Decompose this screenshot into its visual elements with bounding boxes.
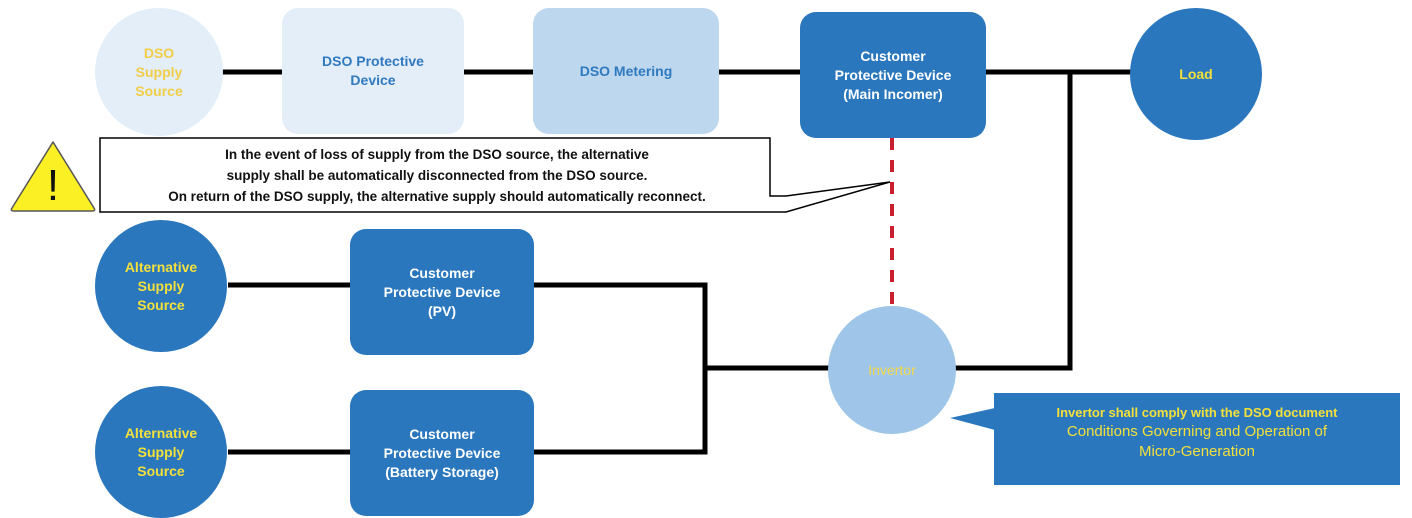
alt1-line3: Source bbox=[137, 296, 185, 313]
load-label: Load bbox=[1179, 65, 1213, 82]
callout-text: In the event of loss of supply from the … bbox=[104, 144, 770, 207]
dso-protective-device-node: DSO Protective Device bbox=[282, 8, 464, 134]
dso-metering-label: DSO Metering bbox=[579, 62, 673, 79]
note-heading: Invertor shall comply with the DSO docum… bbox=[1056, 405, 1338, 420]
alternative-supply-source-1-node: Alternative Supply Source bbox=[95, 220, 227, 352]
load-node: Load bbox=[1130, 8, 1262, 140]
customer-battery-line3: (Battery Storage) bbox=[385, 463, 499, 480]
dso-protective-device-label: DSO Protective Device bbox=[322, 53, 424, 88]
callout-bubble bbox=[99, 137, 891, 213]
invertor-node: Invertor bbox=[828, 306, 956, 434]
customer-pv-line3: (PV) bbox=[427, 302, 456, 319]
customer-main-incomer-node: Customer Protective Device (Main Incomer… bbox=[800, 12, 986, 138]
customer-battery-line1: Customer bbox=[409, 425, 475, 442]
note-body-line1: Conditions Governing and Operation of bbox=[1066, 423, 1328, 440]
alt2-line1: Alternative bbox=[124, 424, 198, 441]
alt2-line3: Source bbox=[137, 462, 185, 479]
customer-main-line2: Protective Device bbox=[834, 66, 952, 83]
warning-symbol: ! bbox=[47, 161, 59, 210]
customer-pv-line2: Protective Device bbox=[383, 283, 501, 300]
callout-line1: In the event of loss of supply from the … bbox=[225, 147, 649, 162]
alt2-line2: Supply bbox=[137, 443, 185, 460]
customer-pv-device-node: Customer Protective Device (PV) bbox=[350, 229, 534, 355]
invertor-label: Invertor bbox=[868, 361, 916, 378]
customer-main-line1: Customer bbox=[860, 47, 926, 64]
note-pointer bbox=[950, 408, 995, 430]
customer-pv-line1: Customer bbox=[409, 264, 475, 281]
dso-supply-source-node: DSO Supply Source bbox=[95, 8, 223, 136]
customer-main-line3: (Main Incomer) bbox=[843, 85, 943, 102]
customer-battery-line2: Protective Device bbox=[383, 444, 501, 461]
invertor-compliance-note: Invertor shall comply with the DSO docum… bbox=[994, 393, 1400, 485]
customer-battery-device-node: Customer Protective Device (Battery Stor… bbox=[350, 390, 534, 516]
dso-metering-node: DSO Metering bbox=[533, 8, 719, 134]
callout-line3: On return of the DSO supply, the alterna… bbox=[168, 189, 706, 204]
alt1-line2: Supply bbox=[137, 277, 185, 294]
warning-triangle-icon: ! bbox=[10, 141, 96, 212]
alt1-line1: Alternative bbox=[124, 258, 198, 275]
note-body-line2: Micro-Generation bbox=[1139, 443, 1255, 460]
alternative-supply-source-2-node: Alternative Supply Source bbox=[95, 386, 227, 518]
dso-supply-source-label: DSO Supply Source bbox=[135, 44, 183, 99]
callout-line2: supply shall be automatically disconnect… bbox=[226, 168, 648, 183]
